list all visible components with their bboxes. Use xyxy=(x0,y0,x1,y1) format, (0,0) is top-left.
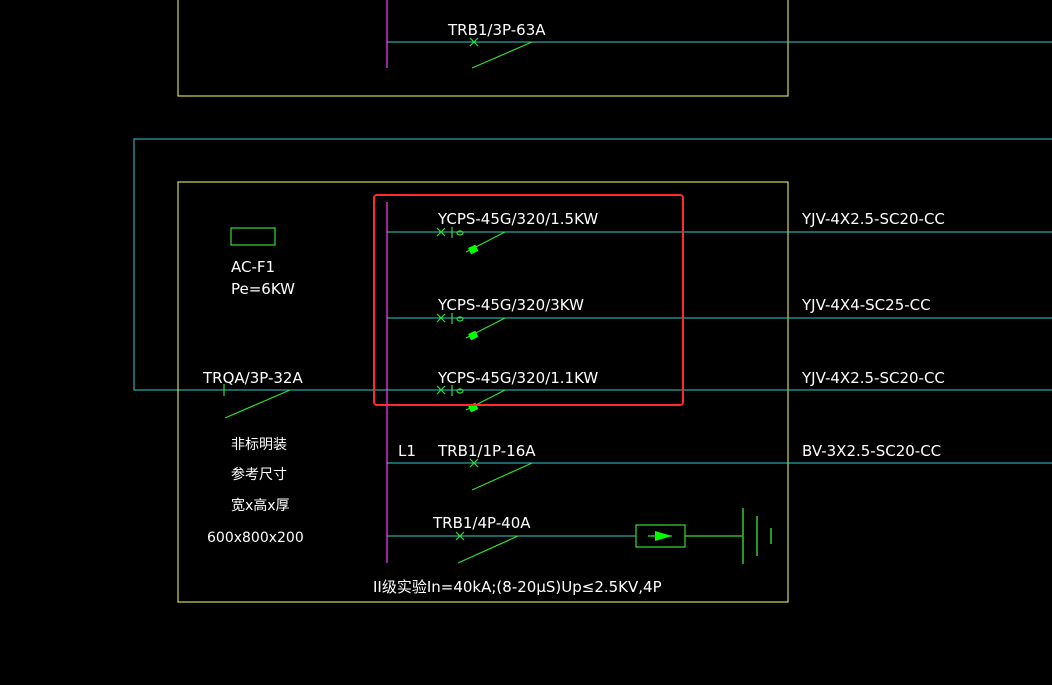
circuit-4-device-label: TRB1/1P-16A xyxy=(437,442,536,460)
circuit-4-breaker-symbol xyxy=(469,458,533,491)
main-panel: AC-F1 Pe=6KW TRQA/3P-32A 非标明装 参考尺寸 宽x高x厚… xyxy=(177,181,1052,603)
main-panel-frame xyxy=(177,181,789,603)
ground-icon xyxy=(742,508,772,564)
selection-highlight[interactable] xyxy=(373,194,684,406)
top-breaker-label: TRB1/3P-63A xyxy=(447,21,546,39)
panel-power: Pe=6KW xyxy=(231,280,295,298)
top-breaker-symbol xyxy=(469,37,533,69)
panel-note-4: 600x800x200 xyxy=(207,530,304,546)
circuit-2-cable-label: YJV-4X4-SC25-CC xyxy=(801,296,931,314)
circuit-1-device-label: YCPS-45G/320/1.5KW xyxy=(437,210,598,228)
phase-label: L1 xyxy=(398,442,416,460)
incoming-breaker-label: TRQA/3P-32A xyxy=(202,369,303,387)
panel-note-2: 参考尺寸 xyxy=(231,466,287,483)
circuit-3-device-label: YCPS-45G/320/1.1KW xyxy=(437,369,598,387)
panel-symbol xyxy=(230,227,276,246)
circuit-1: YCPS-45G/320/1.5KW YJV-4X2.5-SC20-CC xyxy=(387,210,1052,255)
circuit-3: YCPS-45G/320/1.1KW YJV-4X2.5-SC20-CC xyxy=(387,369,1052,413)
circuit-4: L1 TRB1/1P-16A BV-3X2.5-SC20-CC xyxy=(387,442,1052,491)
incoming-breaker-symbol xyxy=(223,384,291,419)
circuit-5-device-label: TRB1/4P-40A xyxy=(432,514,531,532)
circuit-2-device-label: YCPS-45G/320/3KW xyxy=(437,296,584,314)
spd-note: II级实验In=40kA;(8-20μS)Up≤2.5KV,4P xyxy=(373,578,662,596)
panel-note-1: 非标明装 xyxy=(231,437,287,453)
circuit-2-device-symbol xyxy=(436,313,506,341)
circuit-3-cable-label: YJV-4X2.5-SC20-CC xyxy=(801,369,945,387)
surge-protector-symbol xyxy=(635,524,742,548)
circuit-5-breaker-symbol xyxy=(455,531,519,564)
circuit-3-device-symbol xyxy=(436,385,506,413)
panel-note-3: 宽x高x厚 xyxy=(231,497,290,514)
panel-name: AC-F1 xyxy=(231,258,275,276)
circuit-1-device-symbol xyxy=(436,227,506,255)
circuit-5: TRB1/4P-40A xyxy=(387,508,772,564)
circuit-2: YCPS-45G/320/3KW YJV-4X4-SC25-CC xyxy=(387,296,1052,341)
incoming-loop-wire xyxy=(133,138,1052,391)
top-panel-frame xyxy=(177,0,789,97)
circuit-1-cable-label: YJV-4X2.5-SC20-CC xyxy=(801,210,945,228)
circuit-4-cable-label: BV-3X2.5-SC20-CC xyxy=(802,442,941,460)
top-panel: TRB1/3P-63A xyxy=(177,0,1052,97)
